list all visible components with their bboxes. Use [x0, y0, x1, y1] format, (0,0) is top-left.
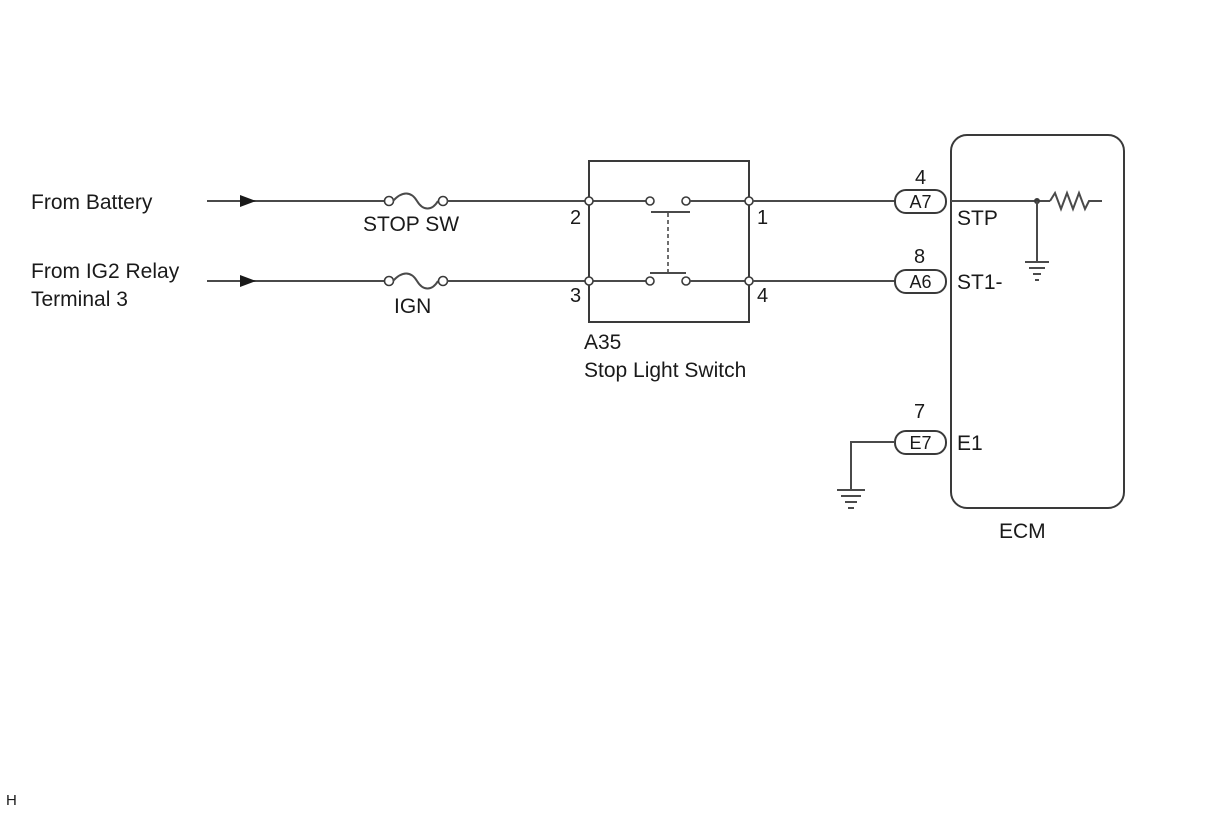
- connector-code: E7: [909, 433, 931, 453]
- corner-mark: H: [6, 792, 17, 809]
- resistor-icon: [1049, 190, 1102, 212]
- connector-code: A7: [909, 192, 931, 212]
- connector-e7: E7: [894, 430, 947, 455]
- ecm-pin-number: 8: [914, 246, 925, 268]
- ecm-internal-circuit: [951, 190, 1102, 281]
- ecm-label: ECM: [999, 520, 1046, 543]
- switch-name-label: Stop Light Switch: [584, 359, 746, 382]
- ig2-terminal-label: Terminal 3: [31, 288, 128, 311]
- connector-a6: A6: [894, 269, 947, 294]
- connector-code: A6: [909, 272, 931, 292]
- ecm-terminal-stp: STP: [957, 207, 998, 230]
- connector-a7: A7: [894, 189, 947, 214]
- arrow-right-icon: [240, 275, 256, 287]
- switch-pin-2: 2: [570, 207, 581, 229]
- from-ig2-relay-label: From IG2 Relay: [31, 260, 180, 283]
- arrow-right-icon: [240, 195, 256, 207]
- switch-pin-3: 3: [570, 285, 581, 307]
- ecm-terminal-st1: ST1-: [957, 271, 1003, 294]
- switch-pin-4: 4: [757, 285, 768, 307]
- stop-light-switch: [584, 160, 754, 323]
- ecm-pin-number: 4: [915, 167, 926, 189]
- switch-code-label: A35: [584, 331, 621, 354]
- e1-ground: [837, 441, 895, 509]
- battery-wire: [207, 192, 585, 210]
- ecm-box: [950, 134, 1125, 509]
- ign-wire: [207, 272, 585, 290]
- fuse-ign-label: IGN: [394, 295, 431, 318]
- from-battery-label: From Battery: [31, 191, 153, 214]
- ecm-pin-number: 7: [914, 401, 925, 423]
- ecm-terminal-e1: E1: [957, 432, 983, 455]
- switch-pin-1: 1: [757, 207, 768, 229]
- fuse-stop-sw-label: STOP SW: [363, 213, 459, 236]
